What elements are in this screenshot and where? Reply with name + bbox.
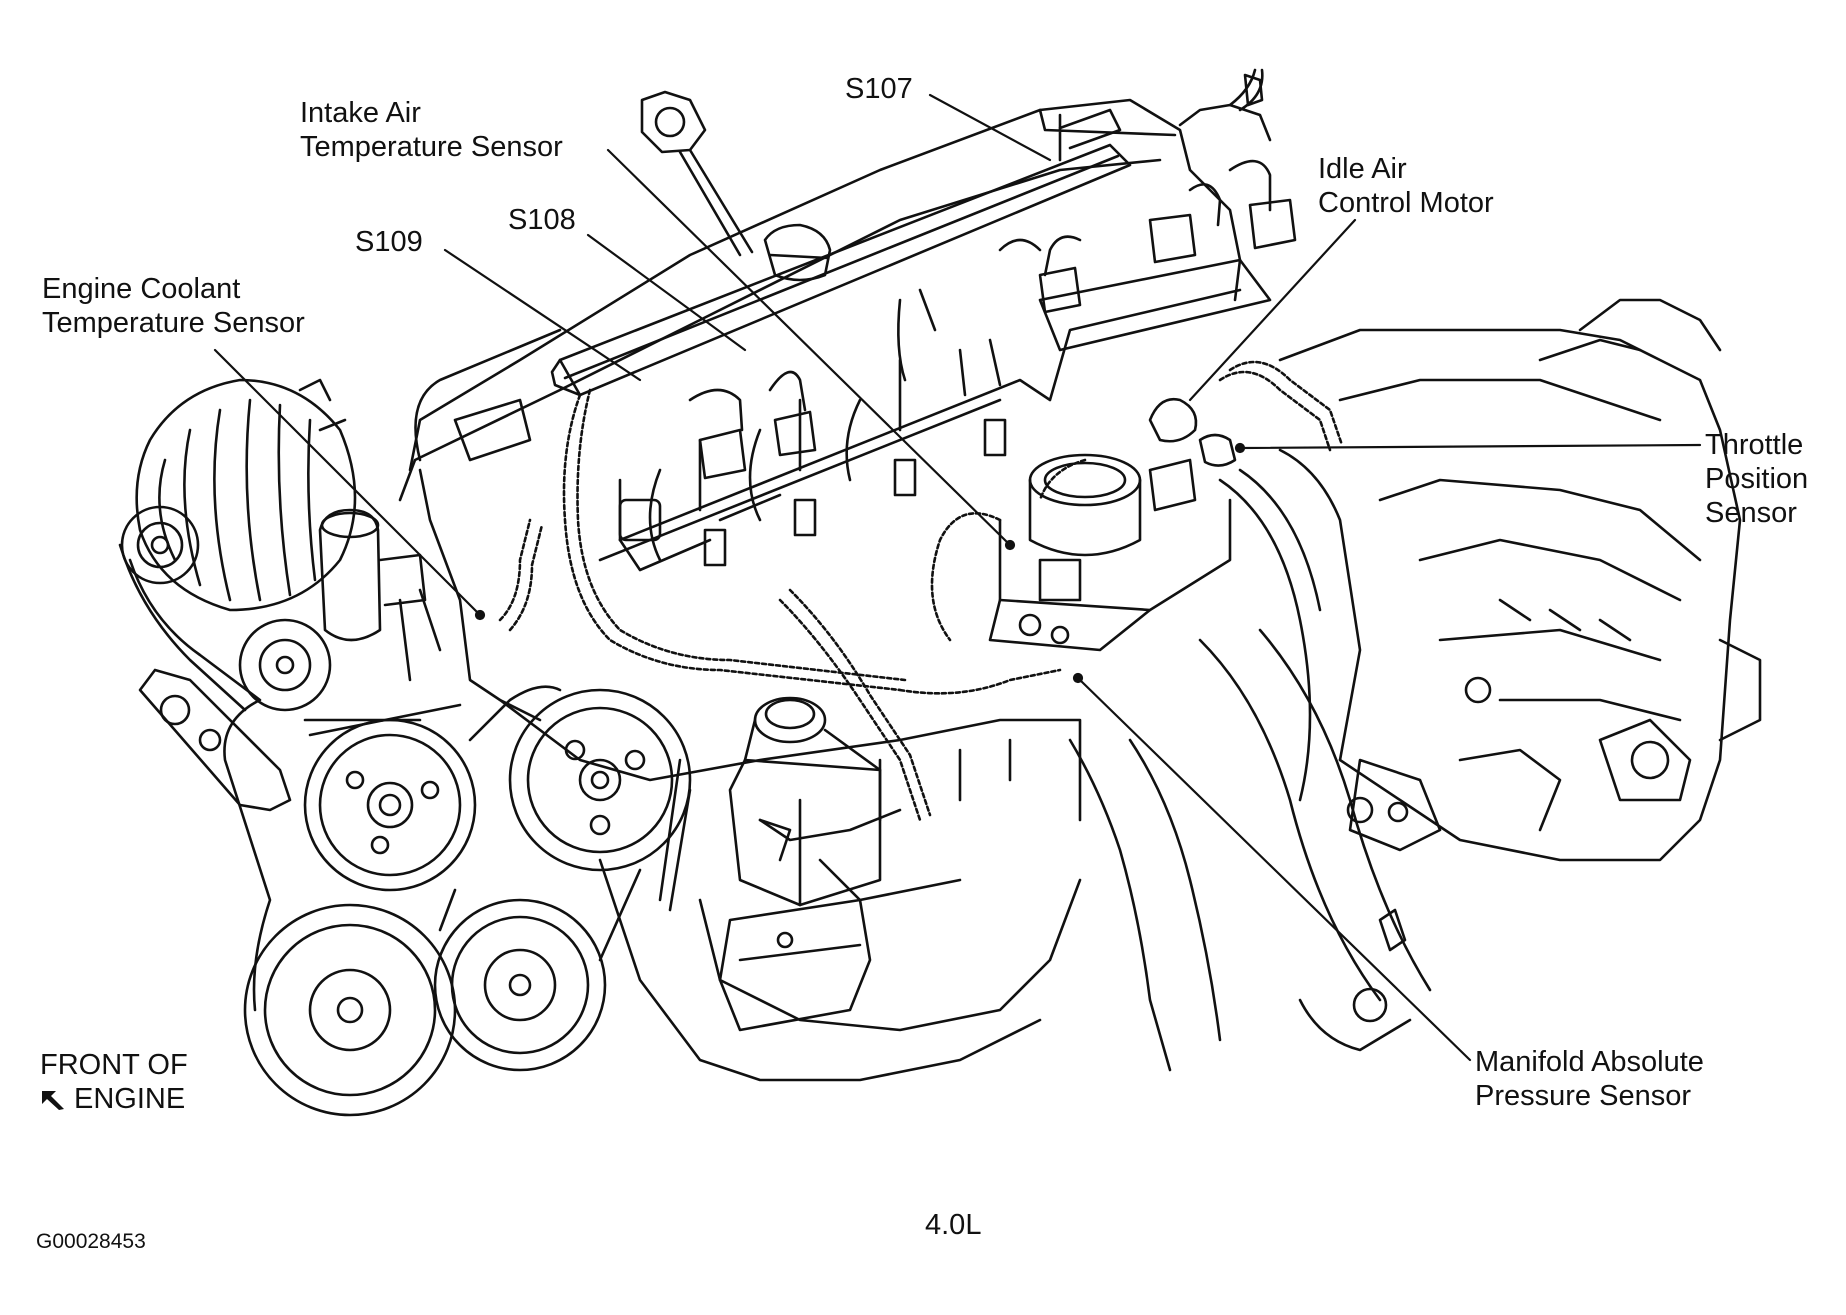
label-s108-text: S108 xyxy=(508,204,576,236)
label-iac-line1: Idle Air xyxy=(1318,153,1407,185)
label-s108: S108 xyxy=(508,203,576,237)
alternator xyxy=(120,378,357,612)
intake-manifold xyxy=(598,258,1272,572)
label-iat-line2: Temperature Sensor xyxy=(300,131,563,163)
label-s109: S109 xyxy=(355,225,423,259)
label-front-of-engine: FRONT OF ENGINE xyxy=(40,1048,188,1116)
figure-id-text: G00028453 xyxy=(36,1230,146,1253)
throttle-body xyxy=(988,453,1232,652)
thermostat-housing xyxy=(318,508,442,682)
belt-pulleys xyxy=(118,543,692,1117)
label-map-line1: Manifold Absolute xyxy=(1475,1046,1704,1078)
arrow-northwest-icon xyxy=(42,1091,64,1111)
label-iac-line2: Control Motor xyxy=(1318,187,1494,219)
engine-block xyxy=(414,328,1082,1082)
label-intake-air-temperature-sensor: Intake Air Temperature Sensor xyxy=(300,96,563,164)
fuel-rail xyxy=(550,108,1132,397)
label-engine-size: 4.0L xyxy=(925,1208,981,1242)
transmission xyxy=(1278,298,1762,862)
power-steering-reservoir xyxy=(728,696,882,907)
exhaust-manifold xyxy=(1068,628,1432,1072)
label-tps-line1: Throttle xyxy=(1705,429,1804,461)
label-engine-size-text: 4.0L xyxy=(925,1209,982,1241)
label-front-line2: ENGINE xyxy=(74,1083,186,1115)
label-s109-text: S109 xyxy=(355,226,423,258)
label-tps-line3: Sensor xyxy=(1705,497,1797,529)
leader-lines xyxy=(213,93,1702,1062)
label-idle-air-control-motor: Idle Air Control Motor xyxy=(1318,152,1494,220)
label-manifold-absolute-pressure-sensor: Manifold Absolute Pressure Sensor xyxy=(1475,1045,1704,1113)
spark-plug-wires xyxy=(688,159,1297,480)
iac-motor xyxy=(1148,397,1237,467)
pcm-bracket xyxy=(718,898,872,1032)
bell-housing xyxy=(1218,468,1442,852)
label-throttle-position-sensor: Throttle Position Sensor xyxy=(1705,428,1808,530)
label-tps-line2: Position xyxy=(1705,463,1809,495)
dipstick xyxy=(640,90,754,257)
label-map-line2: Pressure Sensor xyxy=(1475,1080,1691,1112)
label-engine-coolant-temperature-sensor: Engine Coolant Temperature Sensor xyxy=(42,272,305,340)
label-ect-line1: Engine Coolant xyxy=(42,273,241,305)
label-s107: S107 xyxy=(845,72,913,106)
label-front-line1: FRONT OF xyxy=(40,1049,188,1081)
wiring-harness xyxy=(498,360,1344,822)
label-front-line2-row: ENGINE xyxy=(40,1082,188,1116)
figure-id: G00028453 xyxy=(36,1230,146,1254)
valve-cover xyxy=(398,68,1272,502)
label-iat-line1: Intake Air xyxy=(300,97,421,129)
label-s107-text: S107 xyxy=(845,73,913,105)
label-ect-line2: Temperature Sensor xyxy=(42,307,305,339)
